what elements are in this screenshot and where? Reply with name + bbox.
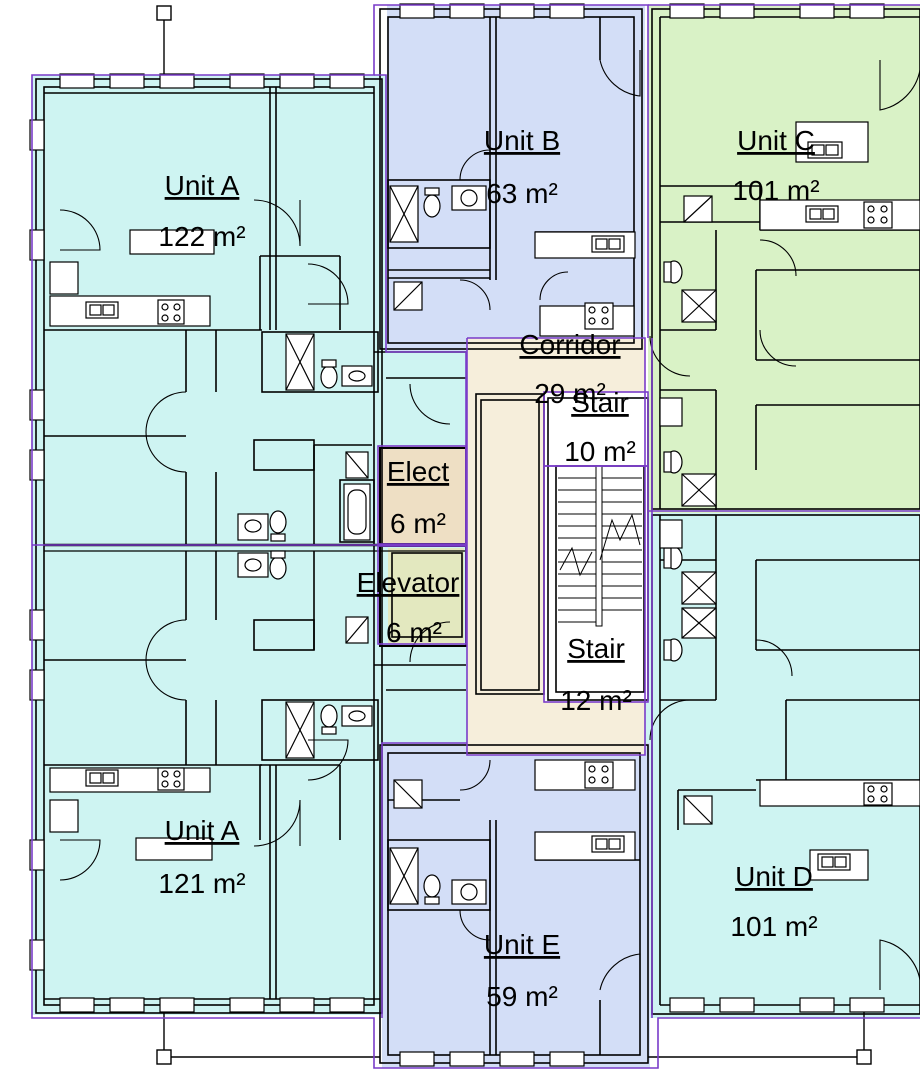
- sink-icon: [341, 705, 373, 727]
- cooktop-icon: [584, 761, 614, 789]
- sink-icon: [451, 185, 487, 211]
- bathrooms: [237, 185, 717, 905]
- windows: [29, 3, 885, 1067]
- unit-c-area: [648, 5, 920, 513]
- stair-upper-area-label: 10 m²: [564, 436, 636, 467]
- toilet-icon: [423, 187, 441, 218]
- shower-icon: [681, 473, 717, 507]
- stair-lower-area-label: 12 m²: [560, 685, 632, 716]
- cooktop-icon: [157, 299, 185, 325]
- sink-icon: [817, 853, 851, 871]
- kitchens: [49, 121, 920, 881]
- sink-icon: [659, 397, 683, 427]
- unit-b-name: Unit B: [484, 125, 560, 156]
- unit-b-area-label: 63 m²: [486, 178, 558, 209]
- shower-icon: [683, 795, 713, 825]
- elevator-area-label: 6 m²: [386, 617, 442, 648]
- toilet-icon: [320, 704, 338, 735]
- sink-icon: [85, 301, 119, 319]
- unit-a-north-area-label: 122 m²: [158, 221, 245, 252]
- stair-upper-area: [544, 392, 648, 466]
- sink-icon: [659, 519, 683, 549]
- shower-icon: [345, 616, 369, 644]
- stair-upper-name: Stair: [571, 387, 629, 418]
- bathtub-icon: [343, 483, 371, 541]
- toilet-icon: [663, 260, 683, 284]
- unit-a-north-name: Unit A: [165, 170, 240, 201]
- unit-d-area-ext: [643, 700, 653, 765]
- shower-icon: [683, 195, 713, 223]
- corridor-name: Corridor: [519, 329, 620, 360]
- elevator-area: [388, 548, 464, 644]
- toilet-icon: [663, 450, 683, 474]
- elect-name: Elect: [387, 456, 449, 487]
- unit-b-area: [387, 5, 645, 352]
- elect-area: [378, 446, 466, 544]
- sink-icon: [341, 365, 373, 387]
- cooktop-icon: [863, 782, 893, 806]
- cooktop-icon: [584, 302, 614, 330]
- sink-icon: [805, 205, 839, 223]
- toilet-icon: [663, 546, 683, 570]
- toilet-icon: [663, 638, 683, 662]
- unit-a-south-area-label: 121 m²: [158, 868, 245, 899]
- shower-icon: [681, 571, 717, 605]
- shower-icon: [389, 847, 419, 905]
- door-swing-icon: [59, 50, 920, 1000]
- shower-icon: [345, 451, 369, 479]
- unit-d-name: Unit D: [735, 861, 813, 892]
- sink-icon: [237, 552, 269, 578]
- sink-icon: [807, 141, 843, 159]
- unit-e-area-label: 59 m²: [486, 981, 558, 1012]
- shower-icon: [681, 289, 717, 323]
- area-boundaries: [31, 4, 920, 1069]
- stair-lower-name: Stair: [567, 633, 625, 664]
- shower-icon: [389, 185, 419, 243]
- toilet-icon: [423, 874, 441, 905]
- shower-icon: [285, 701, 315, 759]
- corridor-area-label: 29 m²: [534, 378, 606, 409]
- shower-icon: [393, 281, 423, 311]
- unit-e-area: [382, 743, 650, 1068]
- unit-d-area-label: 101 m²: [730, 911, 817, 942]
- toilet-icon: [269, 550, 287, 580]
- room-labels: Unit A 122 m² Unit A 121 m² Unit B 63 m²…: [158, 125, 819, 1012]
- sink-icon: [591, 235, 625, 253]
- unit-e-name: Unit E: [484, 929, 560, 960]
- stair-icon: [558, 465, 642, 627]
- cooktop-icon: [157, 767, 185, 791]
- shower-icon: [681, 607, 717, 639]
- cooktop-icon: [863, 201, 893, 229]
- unit-c-area-label: 101 m²: [732, 175, 819, 206]
- shower-icon: [285, 333, 315, 391]
- sink-icon: [237, 513, 269, 541]
- shower-icon: [393, 779, 423, 809]
- toilet-icon: [269, 510, 287, 542]
- sink-icon: [85, 769, 119, 787]
- elect-area-label: 6 m²: [390, 508, 446, 539]
- sink-icon: [591, 835, 625, 853]
- unit-c-name: Unit C: [737, 125, 815, 156]
- toilet-icon: [320, 359, 338, 389]
- elevator-name: Elevator: [357, 567, 460, 598]
- unit-a-south-name: Unit A: [165, 815, 240, 846]
- sink-icon: [451, 879, 487, 905]
